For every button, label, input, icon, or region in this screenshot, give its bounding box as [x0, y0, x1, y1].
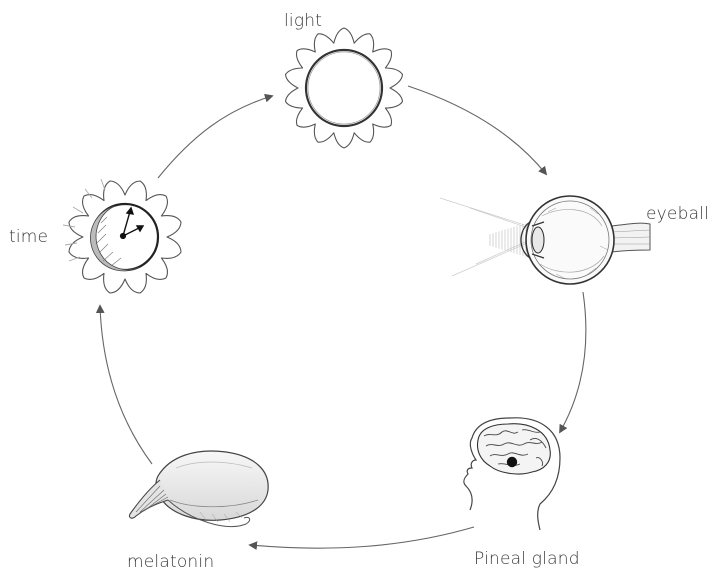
eyeball-icon — [440, 196, 650, 284]
head-brain-icon — [464, 418, 560, 530]
pineal-gland-dot — [507, 457, 517, 467]
arrow-time-to-light — [158, 96, 272, 178]
arrow-light-to-eyeball — [408, 86, 546, 174]
node-label-melatonin: melatonin — [127, 552, 214, 572]
sun-icon — [286, 28, 403, 148]
arrow-melatonin-to-time — [100, 306, 152, 464]
node-label-eyeball: eyeball — [646, 204, 709, 224]
node-label-light: light — [284, 11, 322, 31]
arrow-eyeball-to-pineal — [560, 292, 586, 432]
arrow-pineal-to-melatonin — [250, 527, 474, 548]
clock-sun-moon-icon — [63, 179, 181, 293]
node-label-pineal-gland: Pineal gland — [474, 549, 580, 569]
node-label-time: time — [9, 227, 48, 247]
